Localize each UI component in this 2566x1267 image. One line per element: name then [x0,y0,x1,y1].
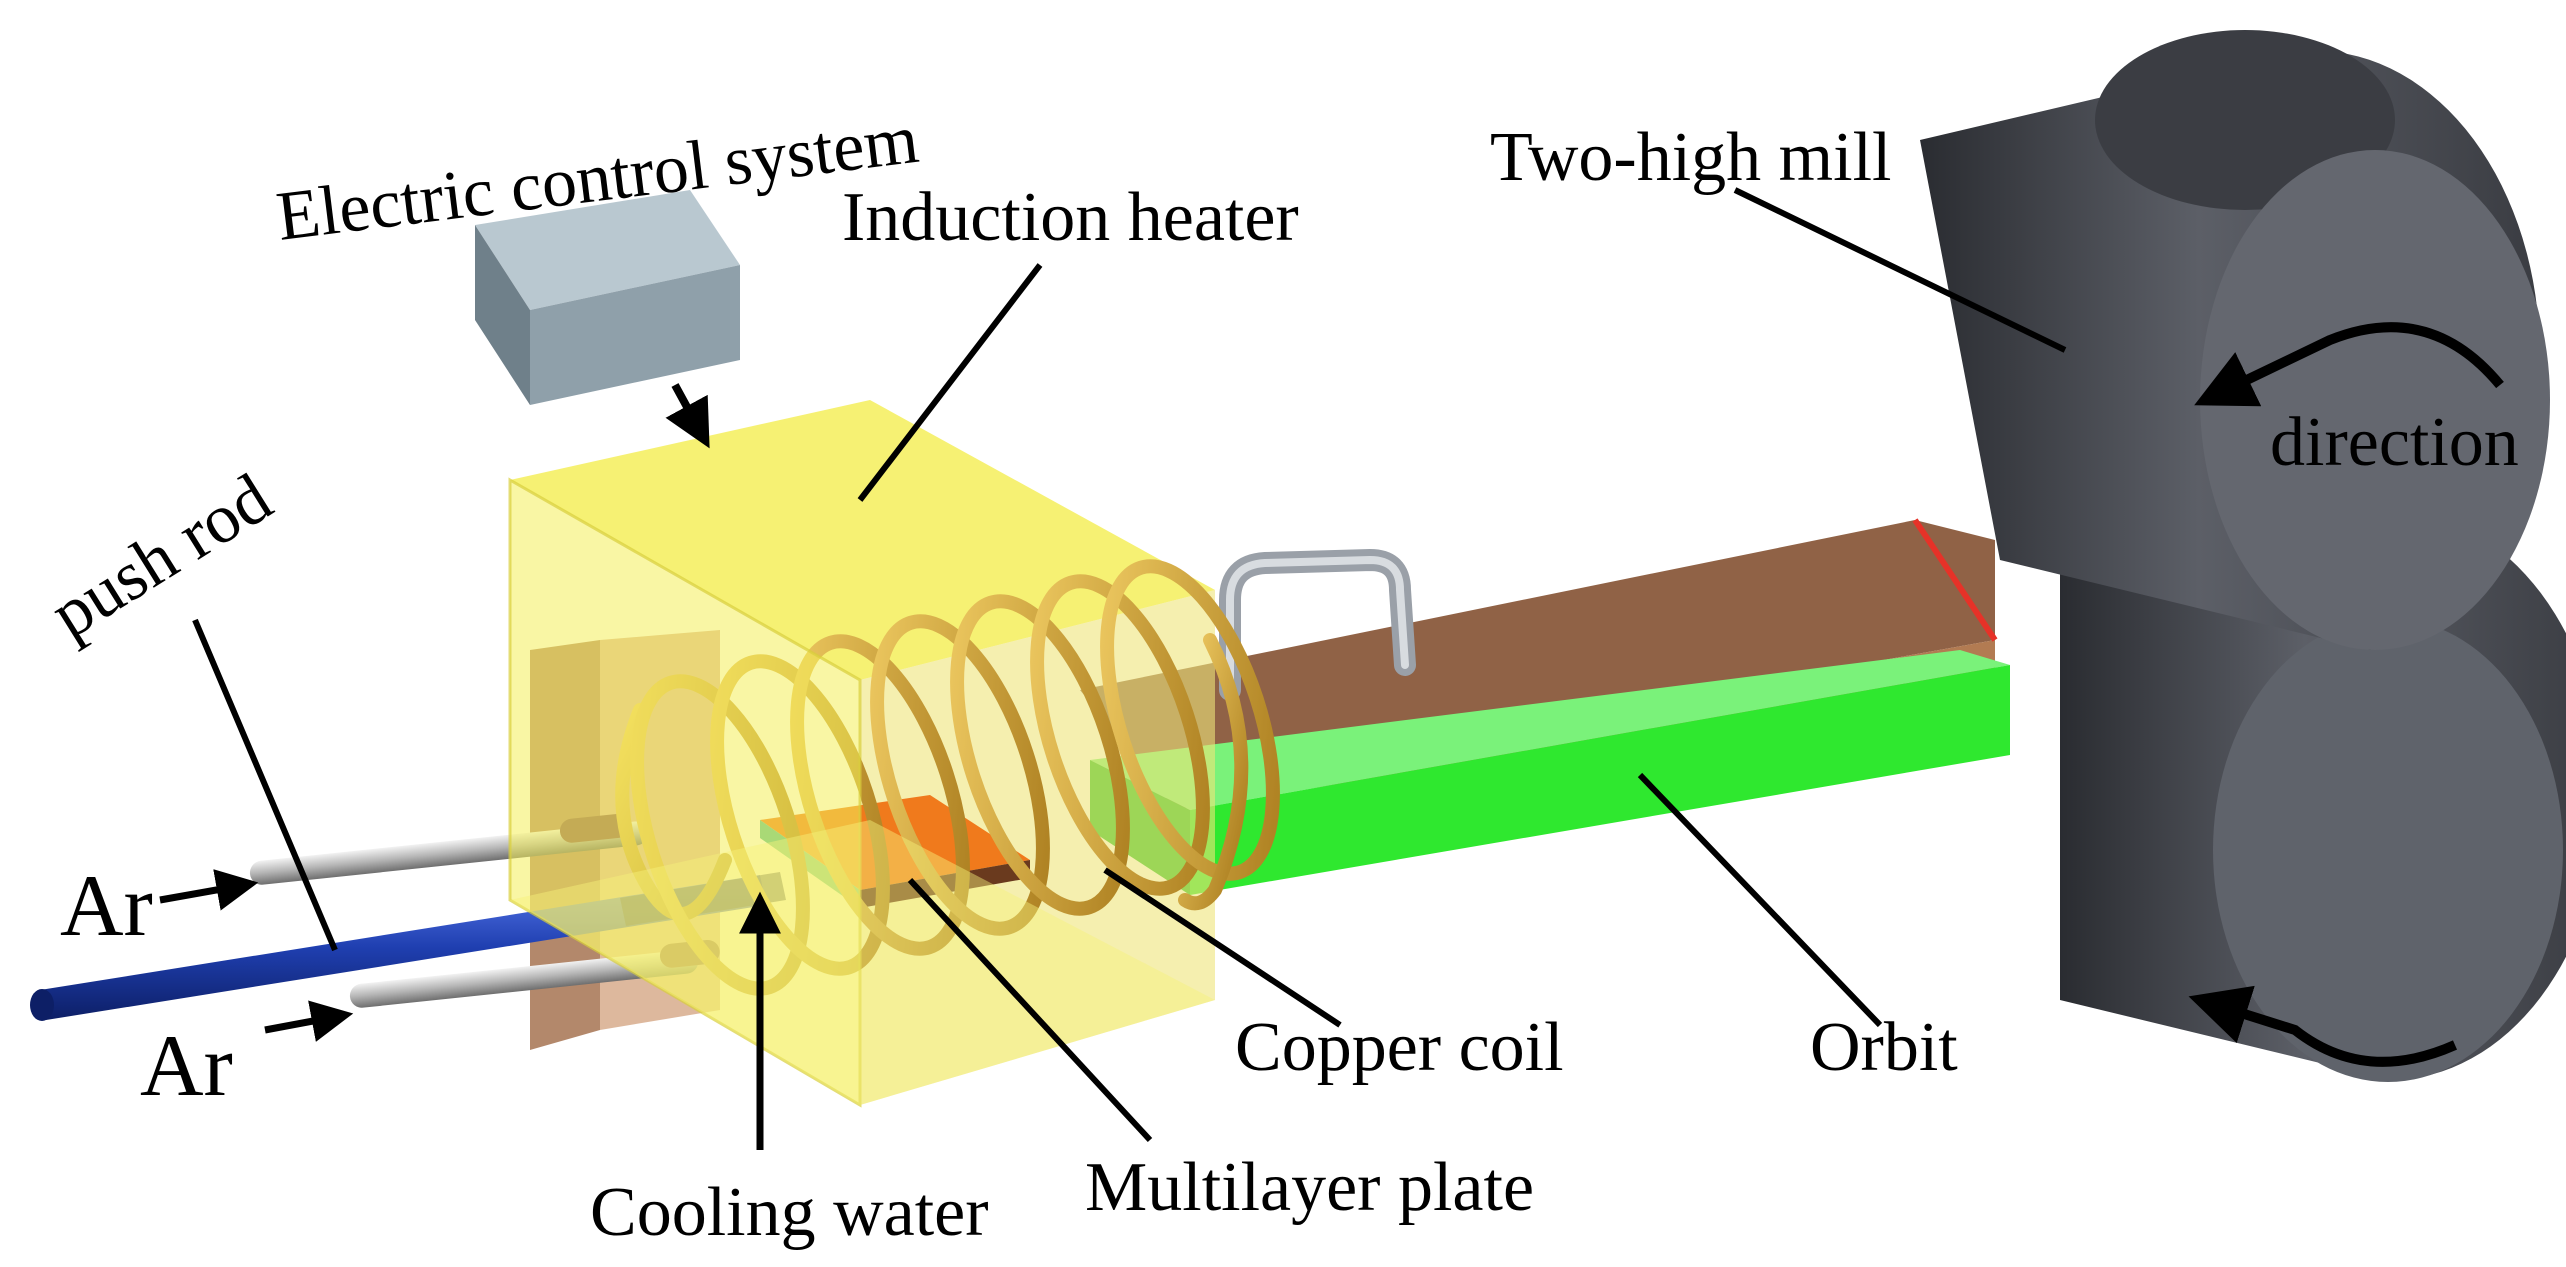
leader-lines [192,187,2067,1143]
induction-heater-front [508,477,1215,1108]
label-cooling-water: Cooling water [590,1174,989,1251]
label-ar-top: Ar [60,858,153,955]
label-copper-coil: Copper coil [1235,1009,1564,1086]
ar-arrow-bottom [264,1000,354,1042]
label-orbit: Orbit [1810,1009,1958,1086]
two-high-mill [1920,30,2566,1082]
orbit-rail-top [1090,650,2010,810]
control-arrow [665,383,710,449]
label-two-high-mill: Two-high mill [1490,119,1891,196]
label-multilayer-plate: Multilayer plate [1085,1149,1534,1226]
top-roller [1920,30,2550,650]
ar-pipe-bottom [349,949,699,1008]
direction-arrow-top [2194,322,2504,407]
track-handle [1219,548,1416,701]
bottom-roller [2060,510,2566,1082]
label-ar-bottom: Ar [140,1018,233,1115]
label-direction: direction [2270,404,2519,481]
label-induction-heater: Induction heater [842,179,1299,256]
track-brown-wall [1080,520,1995,790]
orbit-track [1080,518,2010,895]
orbit-rail-front [1190,665,2010,895]
direction-arrow-bottom [2188,985,2458,1067]
electric-control-box [475,190,740,405]
ar-arrow-top [159,869,259,911]
label-push-rod: push rod [38,459,285,653]
